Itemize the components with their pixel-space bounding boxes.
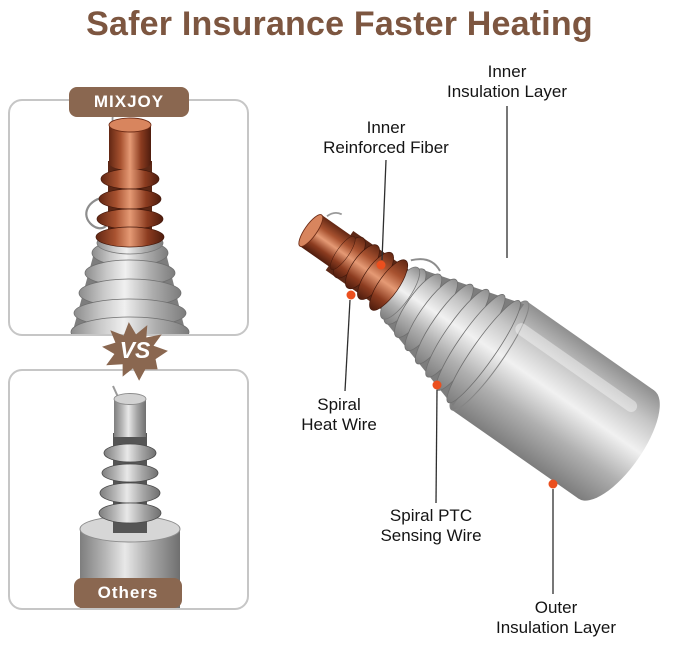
callout-spiral-ptc-sensing-wire: Spiral PTC Sensing Wire — [336, 506, 526, 546]
vs-label: VS — [119, 336, 151, 363]
leader-lines — [344, 106, 554, 594]
callout-text: Sensing Wire — [380, 526, 482, 546]
others-element-art — [79, 385, 181, 608]
vs-badge: VS — [100, 320, 170, 382]
callout-text: Spiral PTC — [389, 506, 473, 525]
mixjoy-box — [8, 99, 249, 336]
callout-inner-insulation-layer: Inner Insulation Layer — [397, 62, 617, 102]
heating-element-figure: Inner Insulation Layer Inner Reinforced … — [270, 60, 679, 650]
callout-text: Insulation Layer — [495, 618, 617, 638]
heating-element-diagram — [298, 106, 660, 594]
callout-text: Outer — [534, 598, 578, 617]
mixjoy-product-image — [70, 109, 190, 334]
others-product-image — [79, 385, 181, 608]
callout-text: Insulation Layer — [446, 82, 568, 102]
callout-text: Reinforced Fiber — [323, 138, 449, 158]
callout-spiral-heat-wire: Spiral Heat Wire — [244, 395, 434, 435]
callout-text: Spiral — [317, 395, 361, 414]
others-box — [8, 369, 249, 610]
heating-element-art — [298, 211, 660, 501]
callout-outer-insulation-layer: Outer Insulation Layer — [461, 598, 651, 638]
callout-text: Inner — [487, 62, 527, 81]
callout-markers — [346, 260, 558, 489]
page-title: Safer Insurance Faster Heating — [86, 5, 593, 43]
callout-text: Inner — [366, 118, 406, 137]
vs-splash-icon — [102, 322, 168, 381]
callout-text: Heat Wire — [301, 415, 377, 435]
mixjoy-element-art — [70, 109, 190, 334]
others-badge: Others — [74, 578, 182, 608]
mixjoy-badge: MIXJOY — [69, 87, 189, 117]
callout-inner-reinforced-fiber: Inner Reinforced Fiber — [276, 118, 496, 158]
